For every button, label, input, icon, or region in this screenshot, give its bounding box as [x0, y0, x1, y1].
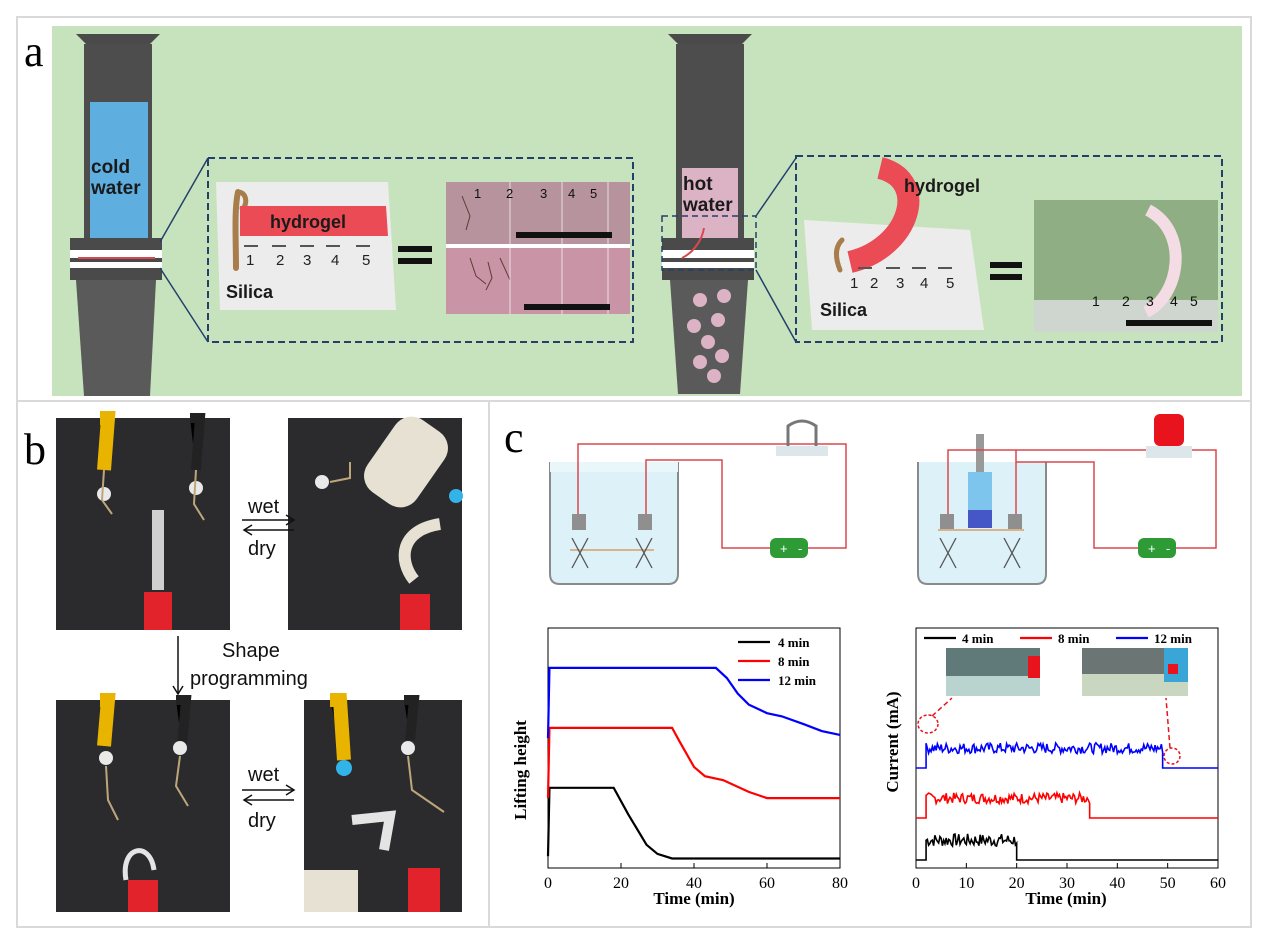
- chart1-xtick-label: 20: [613, 875, 629, 892]
- chart2-legend-label: 12 min: [1154, 631, 1193, 646]
- hot-mark-2: 2: [870, 275, 878, 292]
- cold-mark-1: 1: [246, 252, 254, 269]
- hot-water-label-1: hot: [683, 174, 713, 195]
- chart1-ylabel: Lifting height: [511, 720, 530, 820]
- hot-photo-mark-2: 2: [1122, 293, 1130, 309]
- chart2-xtick-label: 10: [958, 875, 974, 892]
- chart2-xlabel: Time (min): [1025, 889, 1106, 908]
- chart2-xtick-label: 30: [1059, 875, 1075, 892]
- hot-photo-mark-4: 4: [1170, 293, 1178, 309]
- panel-b-frame: [16, 400, 490, 928]
- cold-mark-4: 4: [331, 252, 339, 269]
- hot-mark-1: 1: [850, 275, 858, 292]
- panel-c-letter: c: [504, 413, 524, 462]
- cold-photo-mark-5: 5: [590, 186, 597, 201]
- marker-circle-right: [1163, 747, 1181, 765]
- panel-a-illustration: cold water hydrogel 1 2 3 4 5 Silica 1 2…: [70, 34, 1223, 396]
- cold-water-label-1: cold: [91, 157, 130, 178]
- wet-label-top: wet: [248, 496, 280, 518]
- hot-zoom-box: [795, 155, 1223, 343]
- cold-mark-5: 5: [362, 252, 370, 269]
- panel-c-frame: [488, 400, 1252, 928]
- cold-silica-label: Silica: [226, 282, 274, 302]
- chart1-xtick-label: 80: [832, 875, 848, 892]
- cold-mark-3: 3: [303, 252, 311, 269]
- current-inset-photo-1: [946, 648, 1040, 696]
- hot-photo-mark-3: 3: [1146, 293, 1154, 309]
- hot-small-zoom-box: [661, 215, 757, 271]
- cold-photo-mark-1: 1: [474, 186, 481, 201]
- current-chart: Current (mA) Time (min) 0 10 20 30 40 50 60 4 m…: [883, 627, 1226, 908]
- hot-photo-mark-1: 1: [1092, 293, 1100, 309]
- chart2-series-line: [916, 789, 1218, 819]
- lifting-height-chart: Lifting height Time (min) 0 20 40 60 80 4 min…: [511, 627, 848, 908]
- chart1-xlabel: Time (min): [653, 889, 734, 908]
- chart2-xtick-label: 40: [1109, 875, 1125, 892]
- cold-photo-mark-3: 3: [540, 186, 547, 201]
- hot-mark-5: 5: [946, 275, 954, 292]
- chart2-series-line: [916, 740, 1218, 769]
- shape-programming-label-2: programming: [190, 668, 308, 690]
- current-inset-photo-2: [1082, 648, 1188, 696]
- hot-water-label-2: water: [682, 195, 733, 216]
- chart1-series-line: [546, 726, 840, 800]
- hot-hydrogel-label: hydrogel: [904, 176, 980, 196]
- chart2-legend-label: 4 min: [962, 631, 994, 646]
- cold-photo-mark-2: 2: [506, 186, 513, 201]
- hot-mark-4: 4: [920, 275, 928, 292]
- chart2-ylabel: Current (mA): [883, 691, 902, 792]
- hot-silica-label: Silica: [820, 300, 868, 320]
- chart1-xtick-label: 0: [544, 875, 552, 892]
- cold-zoom-box: [207, 157, 634, 343]
- chart1-legend-label: 8 min: [778, 654, 810, 669]
- cold-photo-mark-4: 4: [568, 186, 575, 201]
- chart2-xtick-label: 20: [1009, 875, 1025, 892]
- chart1-xtick-label: 60: [759, 875, 775, 892]
- wet-label-bottom: wet: [248, 764, 280, 786]
- shape-programming-label-1: Shape: [222, 640, 280, 662]
- chart1-series-line: [546, 786, 840, 860]
- marker-circle-left: [917, 714, 939, 734]
- chart2-xtick-label: 0: [912, 875, 920, 892]
- chart1-legend-label: 4 min: [778, 635, 810, 650]
- chart1-xtick-label: 40: [686, 875, 702, 892]
- chart2-series-line: [916, 833, 1218, 861]
- dry-label-top: dry: [248, 538, 276, 560]
- cold-hydrogel-label: hydrogel: [270, 212, 346, 232]
- chart1-series-line: [546, 666, 841, 739]
- panel-b-letter: b: [24, 425, 46, 474]
- chart1-legend-label: 12 min: [778, 673, 817, 688]
- hot-mark-3: 3: [896, 275, 904, 292]
- cold-mark-2: 2: [276, 252, 284, 269]
- panel-a-letter: a: [24, 27, 44, 76]
- chart2-xtick-label: 60: [1210, 875, 1226, 892]
- chart2-legend-label: 8 min: [1058, 631, 1090, 646]
- chart2-xtick-label: 50: [1160, 875, 1176, 892]
- dry-label-bottom: dry: [248, 810, 276, 832]
- hot-photo-mark-5: 5: [1190, 293, 1198, 309]
- hot-column: [662, 34, 754, 394]
- cold-water-label-2: water: [90, 178, 141, 199]
- cold-column: [70, 34, 162, 396]
